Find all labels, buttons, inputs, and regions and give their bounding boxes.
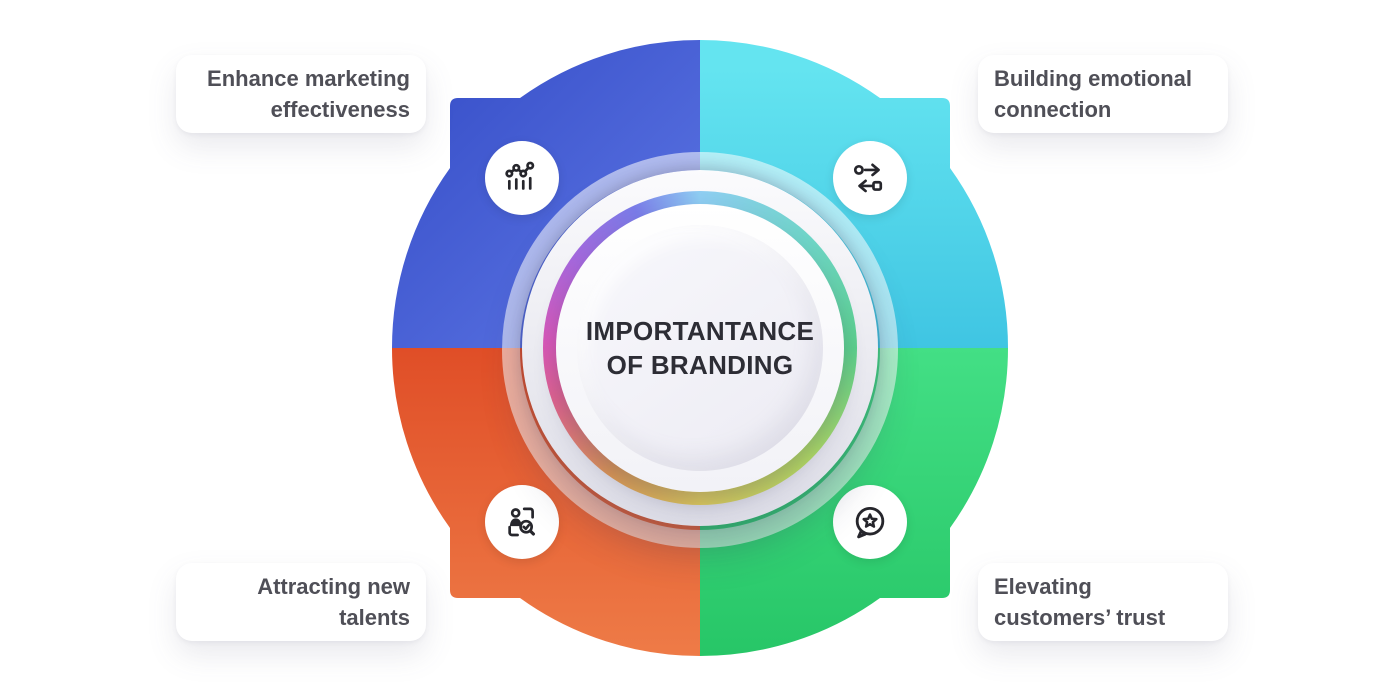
card-label-line: customers’ trust (994, 605, 1166, 630)
card-label-line: Attracting new (257, 574, 410, 599)
talent-search-icon (508, 507, 535, 537)
card-attracting-new-talents: Attracting new talents (176, 563, 426, 641)
center-disc: IMPORTANTANCE OF BRANDING (577, 225, 823, 471)
card-label-line: effectiveness (270, 97, 410, 122)
card-label-line: connection (994, 97, 1112, 122)
white-inner-ring: IMPORTANTANCE OF BRANDING (556, 204, 844, 492)
card-label-line: Building emotional (994, 66, 1192, 91)
outer-plate-ring: IMPORTANTANCE OF BRANDING (522, 170, 878, 526)
review-star-bubble-icon (855, 506, 885, 539)
rainbow-gradient-ring: IMPORTANTANCE OF BRANDING (543, 191, 857, 505)
card-elevating-customers-trust: Elevating customers’ trust (978, 563, 1228, 641)
trust-icon-badge (833, 485, 907, 559)
center-circle-group: IMPORTANTANCE OF BRANDING (502, 152, 898, 548)
talents-icon-badge (485, 485, 559, 559)
exchange-arrows-icon (853, 163, 883, 193)
center-title: IMPORTANTANCE OF BRANDING (585, 316, 815, 380)
card-label-line: talents (339, 605, 410, 630)
marketing-icon-badge (485, 141, 559, 215)
line-bar-chart-icon (505, 161, 535, 190)
card-label-line: Enhance marketing (207, 66, 410, 91)
connection-icon-badge (833, 141, 907, 215)
card-enhance-marketing: Enhance marketing effectiveness (176, 55, 426, 133)
card-building-emotional-connection: Building emotional connection (978, 55, 1228, 133)
card-label-line: Elevating (994, 574, 1092, 599)
